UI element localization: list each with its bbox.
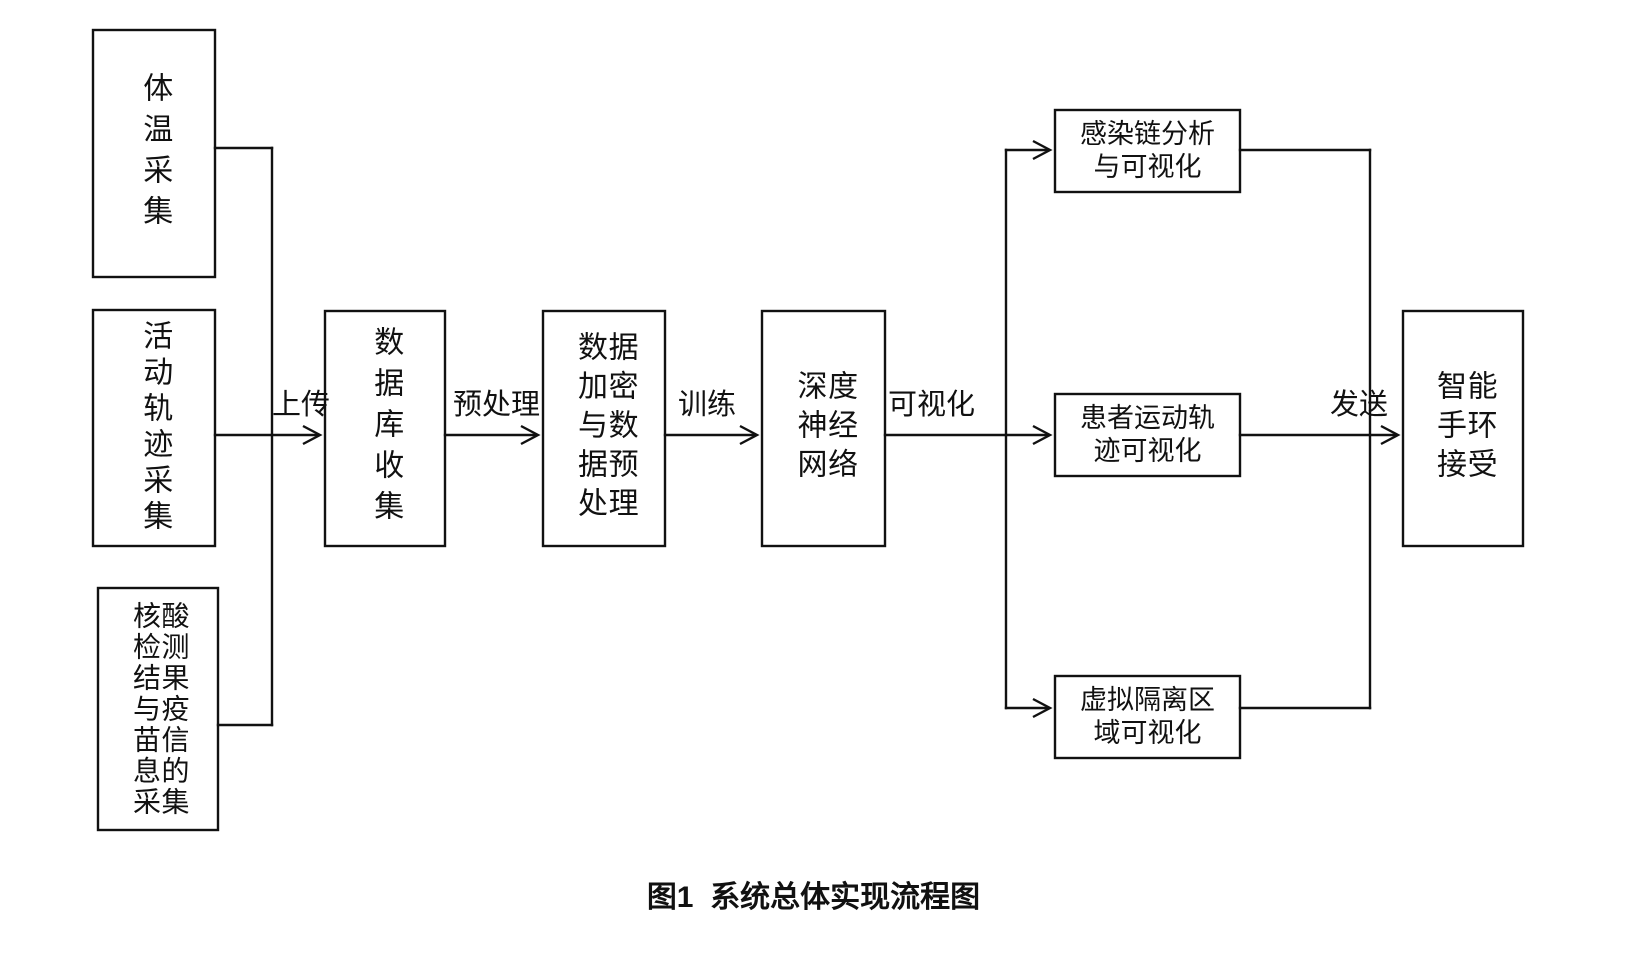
arrowhead-patient-trajectory [1032,424,1053,446]
node-rect-database-collection[interactable] [323,309,447,548]
arrowhead-infection-chain [1032,139,1053,161]
figure-caption: 图1 系统总体实现流程图 [646,881,981,914]
node-rect-nucleic-vaccine-collection[interactable] [96,586,220,832]
node-rect-deep-neural-network[interactable] [760,309,887,548]
arrowhead-train [739,424,760,446]
arrowhead-virtual-quarantine [1032,697,1053,719]
node-rect-trajectory-collection[interactable] [91,308,217,548]
arrowhead-preprocess [520,424,541,446]
arrowhead-send [1380,424,1401,446]
node-rect-temperature-collection[interactable] [91,28,217,279]
node-rect-virtual-quarantine[interactable] [1053,674,1242,760]
node-rect-infection-chain[interactable] [1053,108,1242,194]
node-rect-patient-trajectory[interactable] [1053,392,1242,478]
node-rect-encryption-preprocessing[interactable] [541,309,667,548]
arrowhead-upload [302,424,323,446]
node-rect-smart-band[interactable] [1401,309,1525,548]
